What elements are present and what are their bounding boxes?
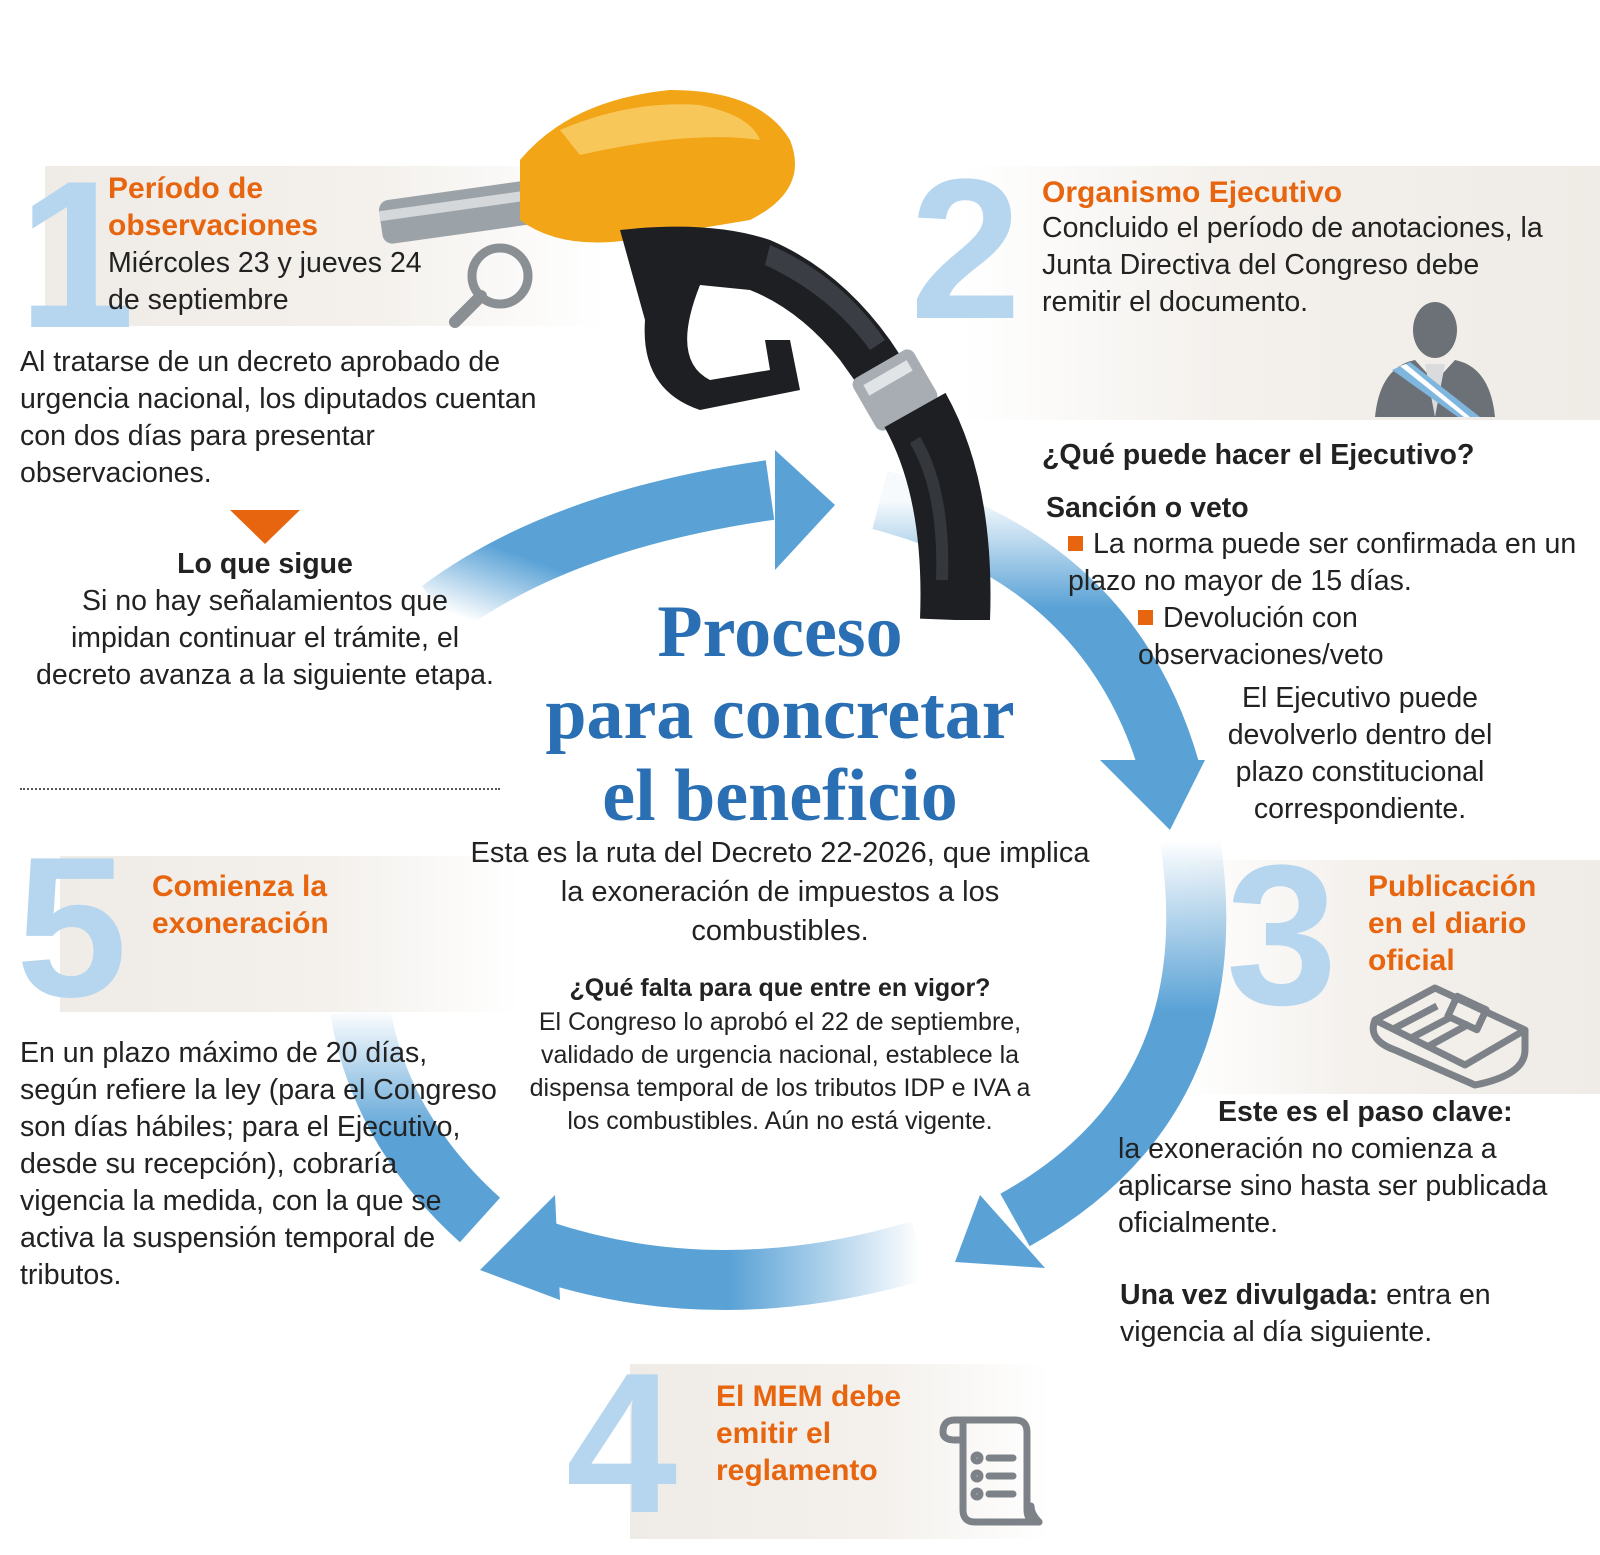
step1-title: Período de observaciones: [108, 172, 319, 242]
main-answer: El Congreso lo aprobó el 22 de septiembr…: [529, 1008, 1031, 1135]
main-title-line1: Proceso: [657, 591, 903, 673]
step3-key-label: Este es el paso clave:: [1218, 1096, 1513, 1128]
newspaper-icon: [1369, 984, 1529, 1089]
main-title-line2: para concretar: [545, 673, 1015, 755]
step2-subtitle: Sanción o veto: [1046, 492, 1249, 524]
step3-once-body: entra en vigencia al día siguiente.: [1120, 1279, 1491, 1348]
arrowhead-bottom-left: [480, 1195, 560, 1300]
main-title-line3: el beneficio: [602, 755, 958, 837]
official-person-icon: [1375, 302, 1495, 417]
arrow-right-lower: [1000, 835, 1227, 1247]
arrow-top: [422, 460, 775, 635]
step2-question: ¿Qué puede hacer el Ejecutivo?: [1042, 439, 1475, 471]
arrowhead-right: [1100, 760, 1205, 830]
step4-number: 4: [566, 1332, 678, 1555]
scroll-document-icon: [939, 1416, 1043, 1526]
step3-key-body: la exoneración no comienza a aplicarse s…: [1118, 1133, 1548, 1239]
step1-number: 1: [18, 137, 135, 372]
bullet-square-icon: [1068, 536, 1083, 551]
step5-number: 5: [16, 816, 128, 1039]
step5-title: Comienza la exoneración: [152, 870, 329, 940]
step2-title: Organismo Ejecutivo: [1042, 176, 1343, 209]
step4-title: El MEM debe emitir el reglamento: [716, 1380, 902, 1487]
step2-note: El Ejecutivo puede devolverlo dentro del…: [1227, 682, 1493, 825]
step3-number: 3: [1226, 824, 1338, 1047]
down-triangle-icon: [230, 510, 300, 544]
magnifier-icon: [449, 243, 533, 328]
step3-once-label: Una vez divulgada:: [1120, 1279, 1379, 1311]
step5-body: En un plazo máximo de 20 días, según ref…: [20, 1037, 497, 1291]
arrowhead-lower-right: [955, 1195, 1045, 1268]
step3-title: Publicación en el diario oficial: [1368, 870, 1537, 977]
step4-band: [630, 1364, 1050, 1539]
main-question: ¿Qué falta para que entre en vigor?: [569, 974, 991, 1002]
main-intro: Esta es la ruta del Decreto 22-2026, que…: [470, 837, 1090, 947]
divider-line: [20, 788, 500, 790]
step3-band: [1180, 860, 1600, 1094]
step1-date: Miércoles 23 y jueves 24 de septiembre: [108, 247, 422, 316]
arrow-left: [330, 1004, 501, 1243]
step2-bullet2: Devolución con observaciones/veto: [1138, 602, 1384, 671]
step1-next-body: Si no hay señalamientos que impidan cont…: [36, 585, 494, 691]
step3-once: Una vez divulgada: entra en vigencia al …: [1120, 1277, 1560, 1351]
step1-next-title: Lo que sigue: [177, 548, 353, 580]
arrow-bottom: [530, 1221, 929, 1310]
step2-bullet1: La norma puede ser confirmada en un plaz…: [1068, 528, 1577, 597]
bullet-square-icon: [1138, 610, 1153, 625]
arrowhead-top: [775, 450, 835, 570]
step1-body: Al tratarse de un decreto aprobado de ur…: [20, 346, 537, 489]
fuel-nozzle-icon: [379, 90, 991, 620]
step2-body: Concluido el período de anotaciones, la …: [1042, 212, 1543, 318]
step2-number: 2: [910, 138, 1022, 361]
step5-band: [60, 856, 520, 1012]
step2-band: [960, 166, 1600, 420]
